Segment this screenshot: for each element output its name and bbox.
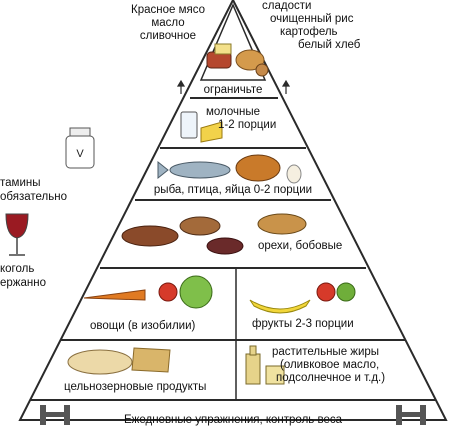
limit-label: ограничьте [203, 84, 263, 96]
dumbbell-right-icon [396, 405, 426, 425]
vegetable-oils-label: растительные жиры (оливковое масло, подс… [272, 346, 386, 384]
nuts-beans-icon [121, 213, 307, 255]
pyramid-outline [18, 0, 448, 421]
dumbbell-left-icon [40, 405, 70, 425]
exercise-weight-label: Ежедневные упражнения, контроль веса [123, 414, 342, 426]
bread-potato-icon [235, 49, 269, 77]
svg-text:V: V [76, 148, 84, 160]
red-meat-butter-label: Красное мясо масло сливочное [131, 4, 205, 42]
meat-butter-icon [206, 43, 232, 69]
vitamins-label: тамины обязательно [0, 177, 67, 203]
milk-glass-icon [180, 111, 223, 143]
alcohol-label: коголь ержанно [0, 263, 46, 289]
fish-chicken-eggs-icon [157, 154, 302, 184]
wine-glass-icon [5, 213, 29, 256]
limit-arrows [176, 79, 291, 94]
sweets-starch-label: сладости очищенный рис картофель белый х… [262, 0, 361, 51]
whole-grains-label: цельнозерновые продукты [64, 381, 207, 393]
oil-bottles-icon [245, 345, 285, 385]
vegetables-icon [83, 275, 213, 309]
nuts-beans-label: орехи, бобовые [258, 240, 343, 252]
fruits-label: фрукты 2-3 порции [252, 318, 354, 330]
whole-grains-icon [67, 347, 171, 375]
protein-label: рыба, птица, яйца 0-2 порции [153, 184, 313, 196]
vegetables-label: овощи (в изобилии) [90, 320, 196, 332]
top-tier-frame [199, 3, 267, 81]
vitamin-bottle-icon: V [65, 127, 95, 169]
dairy-label: молочные 1-2 порции [206, 106, 277, 131]
fruits-icon [249, 282, 356, 314]
